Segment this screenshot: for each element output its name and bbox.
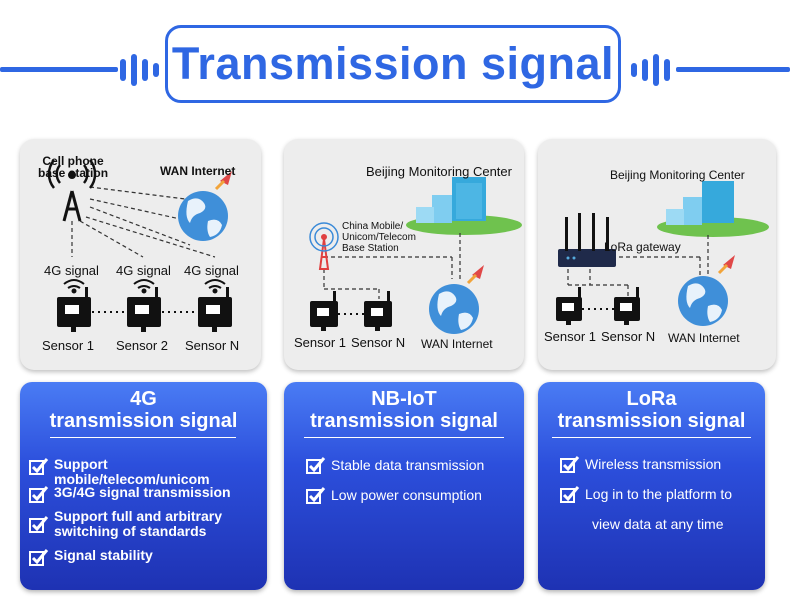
wan-label: WAN Internet — [160, 164, 236, 178]
sensor-1-label: Sensor 1 — [544, 329, 597, 344]
card-title-sub: transmission signal — [49, 410, 238, 432]
feature-item: Wireless transmission — [560, 455, 721, 473]
panel-nbiot-graphics — [309, 177, 522, 334]
monitoring-center-label: Beijing Monitoring Center — [366, 164, 512, 179]
sensor-devices — [310, 291, 392, 331]
checkbox-check-icon — [306, 457, 326, 474]
feature-text: Support mobile/telecom/unicom — [54, 456, 210, 487]
globe-icon — [178, 171, 232, 241]
feature-item: Support full and arbitrary switching of … — [29, 509, 222, 539]
card-title-main: NB-IoT — [371, 388, 437, 410]
panel-nbiot-diagram: Beijing Monitoring Center China Mobile/ … — [284, 139, 524, 370]
feature-text-continued: view data at any time — [592, 516, 724, 532]
wan-label: WAN Internet — [421, 337, 493, 351]
card-divider — [552, 437, 751, 438]
monitoring-center-icon — [406, 177, 522, 235]
card-lora: LoRa transmission signal Wireless transm… — [538, 382, 765, 590]
monitoring-center-icon — [657, 181, 769, 237]
sensor-1-label: Sensor 1 — [42, 338, 95, 353]
card-divider — [50, 437, 236, 438]
feature-item: 3G/4G signal transmission — [29, 485, 231, 503]
base-station-label: China Mobile/ Unicom/Telecom Base Statio… — [342, 221, 416, 254]
title-frame: Transmission signal — [165, 25, 621, 103]
checkbox-check-icon — [306, 487, 326, 504]
card-4g: 4G transmission signal Support mobile/te… — [20, 382, 267, 590]
sensor-devices — [556, 287, 640, 325]
panel-lora-graphics — [556, 181, 769, 326]
panel-4g-diagram: Cell phone base station WAN Internet 4G … — [20, 139, 261, 370]
sensor-n-label: Sensor N — [601, 329, 656, 344]
feature-text: Signal stability — [54, 547, 153, 563]
globe-icon — [429, 265, 484, 334]
checkbox-check-icon — [29, 458, 49, 475]
feature-text: Low power consumption — [331, 487, 482, 503]
card-title-main: LoRa — [626, 388, 677, 410]
card-title-sub: transmission signal — [310, 410, 498, 432]
wifi-icons — [63, 279, 226, 294]
signal-label-1: 4G signal — [44, 263, 99, 278]
checkbox-check-icon — [29, 549, 49, 566]
panel-4g-graphics — [47, 159, 232, 332]
sensor-n-label: Sensor N — [185, 338, 240, 353]
panel-lora-diagram: Beijing Monitoring Center LoRa gateway S… — [538, 139, 776, 370]
feature-item: Low power consumption — [306, 486, 482, 504]
feature-text: Wireless transmission — [585, 456, 722, 472]
checkbox-check-icon — [29, 486, 49, 503]
base-station-label: Cell phone base station — [38, 154, 109, 180]
gateway-label: LoRa gateway — [604, 240, 681, 254]
page-title: Transmission signal — [171, 38, 615, 89]
card-divider — [304, 437, 504, 438]
sensor-n-label: Sensor N — [351, 335, 406, 350]
feature-text: Support full and arbitrary switching of … — [54, 508, 223, 539]
sensor-1-label: Sensor 1 — [294, 335, 347, 350]
card-title-main: 4G — [130, 388, 157, 410]
feature-item: Stable data transmission — [306, 456, 484, 474]
feature-text: Log in to the platform to — [585, 486, 733, 502]
lora-gateway-icon — [558, 213, 616, 267]
feature-item: Support mobile/telecom/unicom — [29, 457, 267, 487]
wan-label: WAN Internet — [668, 331, 740, 345]
cell-tower-icon — [47, 159, 97, 222]
card-title-sub: transmission signal — [557, 410, 746, 432]
header-line-right — [676, 67, 790, 72]
radio-tower-icon — [309, 222, 339, 270]
feature-text: 3G/4G signal transmission — [54, 484, 231, 500]
monitoring-center-label: Beijing Monitoring Center — [610, 168, 745, 182]
globe-icon — [678, 255, 735, 326]
feature-item: Signal stability — [29, 548, 153, 566]
checkbox-check-icon — [29, 516, 49, 533]
signal-label-2: 4G signal — [116, 263, 171, 278]
sensor-2-label: Sensor 2 — [116, 338, 169, 353]
card-nbiot: NB-IoT transmission signal Stable data t… — [284, 382, 524, 590]
feature-text: Stable data transmission — [331, 457, 485, 473]
feature-item: Log in to the platform to — [560, 485, 732, 503]
signal-label-3: 4G signal — [184, 263, 239, 278]
checkbox-check-icon — [560, 486, 580, 503]
header-line-left — [0, 67, 118, 72]
sensor-devices — [57, 287, 232, 332]
checkbox-check-icon — [560, 456, 580, 473]
